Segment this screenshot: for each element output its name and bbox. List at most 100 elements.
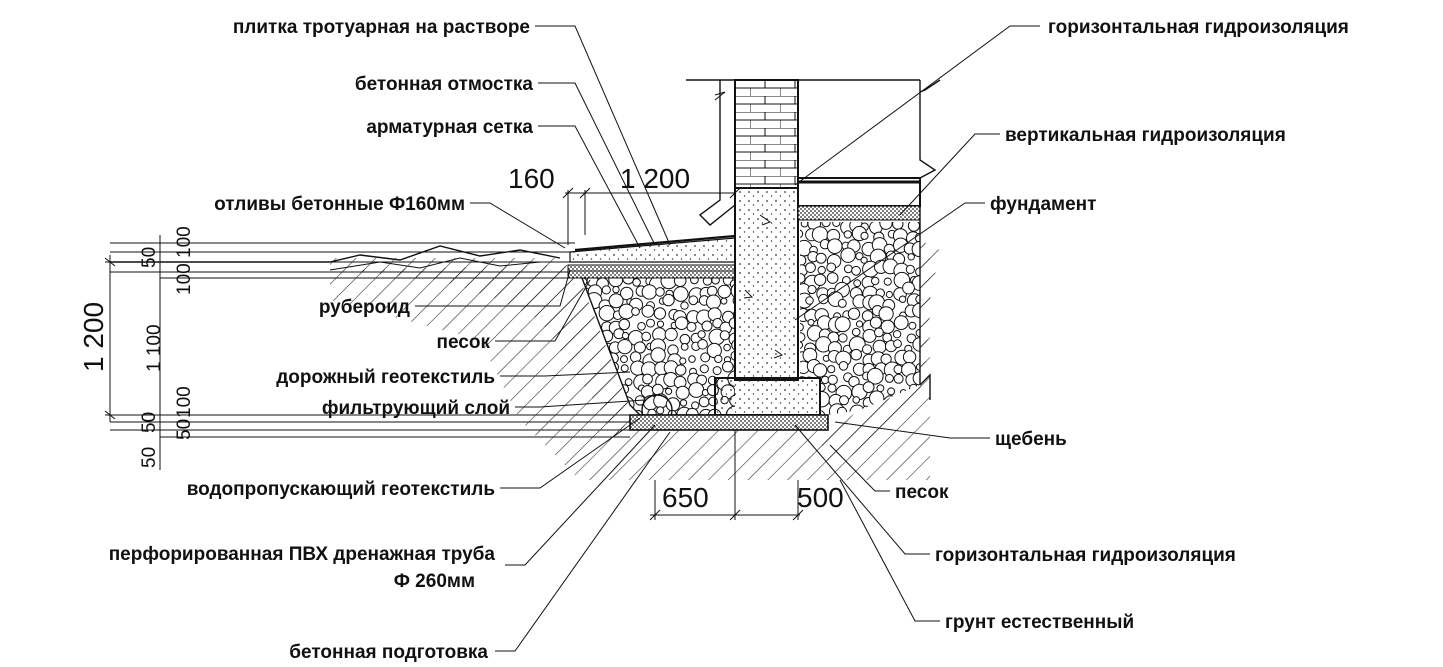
pebble <box>641 304 655 318</box>
pebble <box>706 285 718 297</box>
label-tile: плитка тротуарная на растворе <box>233 17 530 38</box>
pebble <box>855 252 864 261</box>
pebble <box>624 378 633 387</box>
pebble <box>883 277 892 286</box>
pebble <box>620 286 634 301</box>
dim-bottom-500: 500 <box>797 482 844 513</box>
pebble <box>620 355 628 364</box>
pebble <box>862 381 875 394</box>
pebble <box>674 316 689 331</box>
label-sand-left: песок <box>437 332 491 353</box>
pebble <box>730 350 735 361</box>
pebble <box>805 296 814 305</box>
pebble <box>665 387 673 395</box>
pebble <box>843 230 852 239</box>
label-gutters: отливы бетонные Ф160мм <box>214 194 465 215</box>
pebble <box>898 295 907 303</box>
dim-top-1200: 1 200 <box>620 163 690 194</box>
pebble <box>852 396 861 404</box>
pebble <box>642 373 653 385</box>
level-lines <box>105 242 630 438</box>
pebble <box>851 265 861 276</box>
pebble <box>815 252 827 264</box>
pebble <box>641 331 652 342</box>
pebble <box>656 406 665 415</box>
pebble <box>821 222 831 228</box>
pebble <box>629 351 642 363</box>
label-permeable-geotextile: водопропускающий геотекстиль <box>187 479 495 500</box>
pebble <box>706 342 722 359</box>
bottom-dimension <box>649 430 804 521</box>
pebble <box>800 341 804 349</box>
pebble <box>807 318 815 326</box>
pebble <box>893 315 909 331</box>
pebble <box>680 343 689 351</box>
pebble <box>850 348 863 361</box>
pebble <box>720 297 728 305</box>
pebble <box>919 222 920 230</box>
vertical-dimensions <box>104 235 161 470</box>
pebble <box>608 293 624 309</box>
pebble <box>679 357 687 365</box>
pebble <box>826 262 837 273</box>
pebble <box>800 273 806 284</box>
pebble <box>664 327 678 342</box>
pebble <box>675 364 687 376</box>
dim-top-160: 160 <box>508 163 555 194</box>
pebble <box>862 344 873 355</box>
pebble <box>907 222 920 232</box>
pebble <box>813 273 827 286</box>
pebble <box>662 293 675 307</box>
label-sand-right: песок <box>895 482 949 503</box>
dim-left-1200: 1 200 <box>78 302 109 372</box>
pebble <box>686 321 697 332</box>
pebble <box>826 272 839 284</box>
pebble <box>860 231 869 240</box>
pebble <box>632 278 641 287</box>
pebble <box>893 339 902 349</box>
pebble <box>688 355 696 363</box>
pebble <box>637 322 646 331</box>
pebble <box>892 330 902 339</box>
pebble <box>699 364 709 374</box>
pebble <box>732 307 735 323</box>
pebble <box>878 306 894 322</box>
pebble <box>650 347 666 363</box>
dim-v-100-c: 100 <box>174 386 195 418</box>
label-roofing: рубероид <box>319 297 410 318</box>
pebble <box>697 339 708 350</box>
pebble <box>700 352 711 363</box>
label-road-geotextile: дорожный геотекстиль <box>276 367 495 388</box>
brick-wall <box>734 79 799 189</box>
label-horiz-waterproof-top: горизонтальная гидроизоляция <box>1048 17 1349 38</box>
pebble <box>812 363 828 378</box>
pebble <box>902 350 917 364</box>
label-pipe-line1: перфорированная ПВХ дренажная труба <box>109 544 496 565</box>
pebble <box>655 287 665 297</box>
pebble <box>840 247 856 263</box>
pebble <box>621 331 630 340</box>
pebble <box>885 290 894 299</box>
pebble <box>800 229 804 239</box>
dimension-labels: 160 1 200 650 500 1 200 50 100 100 1 100… <box>78 163 844 513</box>
pebble <box>847 307 861 320</box>
leader-lines <box>415 25 1040 652</box>
pebble <box>855 320 864 328</box>
pebble <box>601 285 611 295</box>
pebble <box>836 406 848 415</box>
label-mesh: арматурная сетка <box>366 117 533 138</box>
dim-v-100-b: 100 <box>174 263 195 295</box>
dim-v-50-b: 50 <box>139 412 160 433</box>
pebble <box>817 265 826 275</box>
label-filter-layer: фильтрующий слой <box>322 398 510 419</box>
pebble <box>869 316 883 329</box>
pebble <box>633 341 647 354</box>
pebble <box>862 328 877 343</box>
pebble <box>688 382 705 398</box>
pebble <box>860 256 868 264</box>
pebble <box>908 321 917 330</box>
pebble <box>620 364 629 373</box>
label-horiz-waterproof-bottom: горизонтальная гидроизоляция <box>935 545 1236 566</box>
label-natural-soil: грунт естественный <box>945 612 1134 633</box>
